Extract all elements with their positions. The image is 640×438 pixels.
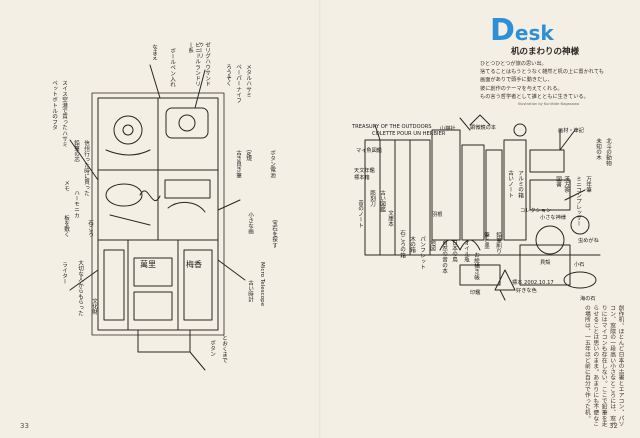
annotation: 好きな色 bbox=[516, 288, 537, 294]
title-rest: esk bbox=[514, 21, 554, 45]
annotation: とおくまで bbox=[221, 335, 227, 363]
article-title: Desk bbox=[490, 16, 554, 46]
annotation: なまえ bbox=[151, 44, 157, 61]
annotation: 信州行った時に買った bbox=[83, 140, 89, 196]
annotation: ライター bbox=[61, 262, 67, 285]
annotation: ボタン bbox=[209, 340, 215, 357]
annotation: コレクション bbox=[520, 208, 552, 214]
annotation: 標本箱 bbox=[354, 175, 370, 181]
annotation: ろうそく bbox=[225, 64, 231, 87]
annotation: 漢方茶 bbox=[563, 176, 569, 193]
annotation: 古い時計 bbox=[247, 280, 253, 303]
annotation: 大切な人からもらった bbox=[77, 260, 83, 316]
intro-line: 捨てることはもうとうなく雑然と机の上に置かれても bbox=[480, 69, 604, 76]
annotation: 鉛筆削り bbox=[495, 232, 501, 255]
annotation: 筆と墨 bbox=[483, 232, 489, 249]
annotation: 文庫本 bbox=[387, 210, 393, 227]
annotation: ボールペン入れ bbox=[169, 48, 175, 88]
intro-paragraph: ひとつひとつが旅の思い出。 捨てることはもうとうなく雑然と机の上に置かれても 画… bbox=[480, 60, 618, 101]
annotation: Micro Telescope bbox=[259, 262, 265, 307]
annotation: 石ころの箱 bbox=[399, 230, 405, 258]
annotation: お絵描き帳 bbox=[473, 252, 479, 280]
annotation: 画材・筆記 bbox=[558, 128, 584, 134]
annotation: 萬里 bbox=[140, 260, 156, 269]
annotation: 古い図鑑 bbox=[379, 190, 385, 213]
annotation: 板を敷く bbox=[63, 215, 69, 238]
annotation: 彫刻刀 bbox=[369, 190, 375, 207]
annotation: マイ魚図鑑 bbox=[356, 148, 382, 154]
annotation: 昔のノート bbox=[357, 200, 363, 228]
annotation: メモ bbox=[63, 180, 69, 192]
page-number-right: 32 bbox=[609, 422, 618, 430]
annotation: オイル瓶 bbox=[463, 240, 469, 263]
intro-line: 彼に創作のテーマを与えてくれる。 bbox=[480, 85, 563, 92]
title-initial: D bbox=[490, 13, 515, 48]
illustration-credit: Illustration by Kunihide Nagasawa bbox=[518, 102, 580, 106]
annotation: ペットボトルのフタ bbox=[51, 80, 57, 131]
annotation: 小さな神様 bbox=[540, 215, 566, 221]
annotation: スイス空港で買ったハサミ bbox=[61, 80, 67, 148]
annotation: 未知の木 bbox=[595, 138, 601, 161]
annotation: 海の石 bbox=[580, 296, 596, 302]
annotation: 古いノート bbox=[507, 170, 513, 198]
annotation: 小石 bbox=[574, 262, 585, 268]
drawer-handle bbox=[137, 329, 191, 353]
article-body: 創作机。ほとんど日本の古書とエアコン、パソコン、窓際の一段高い小さなところには、… bbox=[583, 305, 623, 427]
annotation: 定規 bbox=[245, 150, 251, 162]
intro-line: 画面がありで頭手に動きだし、 bbox=[480, 77, 553, 84]
annotation: ボタン電池 bbox=[269, 150, 275, 178]
annotation: 貝殻 bbox=[540, 260, 551, 266]
annotation: ミニコンプレッサー bbox=[575, 176, 581, 227]
annotation: 北斗の動物 bbox=[605, 138, 611, 166]
annotation: 宝石を探す bbox=[271, 220, 277, 248]
annotation: 小さな画 bbox=[247, 212, 253, 235]
annotation: 古き良き筆 bbox=[235, 150, 241, 178]
annotation: メタルハサミ bbox=[245, 64, 251, 98]
page-gutter bbox=[319, 0, 321, 438]
annotation: 文化財 bbox=[91, 298, 97, 315]
annotation: 自然の音の本 bbox=[441, 240, 447, 274]
annotation: ハーモニカ bbox=[73, 190, 79, 218]
annotation: 石ころ bbox=[87, 220, 93, 237]
annotation: 標本 2002.10.17 bbox=[512, 280, 554, 286]
annotation: 木の箱 bbox=[409, 236, 415, 253]
annotation: アルミの箱 bbox=[517, 170, 523, 198]
annotation: ペーパーナイフ bbox=[235, 64, 241, 104]
annotation: 図書 bbox=[555, 176, 561, 188]
annotation: 日本の鳥 bbox=[451, 240, 457, 263]
intro-line: ひとつひとつが旅の思い出。 bbox=[480, 61, 547, 67]
annotation: COLETTE POUR UN HERBIER bbox=[372, 131, 446, 137]
annotation: 梅香 bbox=[186, 260, 202, 269]
article-subtitle: 机のまわりの神様 bbox=[511, 47, 580, 57]
annotation: 顕微鏡の本 bbox=[470, 125, 496, 131]
annotation: ゼリグハウサンドゥーリ bbox=[197, 42, 210, 87]
annotation: 鉛筆の芯 bbox=[73, 140, 79, 163]
page-number-left: 33 bbox=[20, 422, 29, 430]
annotation: 羽根 bbox=[432, 212, 443, 218]
annotation: TREASURY OF THE OUTDOORS bbox=[352, 124, 432, 130]
annotation: ビニールランドリー系 bbox=[187, 42, 200, 87]
annotation: 山猫社 bbox=[440, 126, 456, 132]
annotation: 虫めがね bbox=[578, 238, 599, 244]
annotation: 印鑑 bbox=[470, 290, 481, 296]
annotation: 天文年鑑 bbox=[354, 168, 375, 174]
annotation: パンフレット bbox=[419, 236, 425, 270]
annotation: 地図 bbox=[429, 240, 435, 252]
annotation: 万年筆 bbox=[585, 176, 591, 193]
intro-line: もの言う哲学者として誰とともに生きている。 bbox=[480, 93, 589, 100]
